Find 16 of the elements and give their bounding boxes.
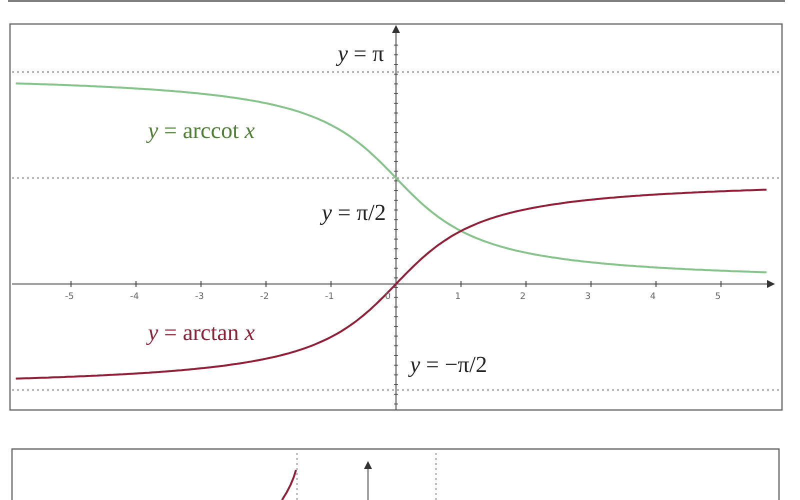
tick-label: -2 <box>260 292 269 302</box>
tick-label: 1 <box>455 292 461 302</box>
tick-label: -1 <box>325 292 334 302</box>
tick-label: 4 <box>650 292 656 302</box>
tick-label: 2 <box>520 292 526 302</box>
tick-label: 0 <box>385 292 391 302</box>
axis-value-label: y = π <box>338 41 384 67</box>
tick-label: 5 <box>715 292 721 302</box>
curve-label: y = arctan x <box>148 320 255 346</box>
axis-value-label: y = −π/2 <box>410 352 488 378</box>
tick-label: -5 <box>65 292 74 302</box>
tick-label: -4 <box>130 292 139 302</box>
curve-label: y = arccot x <box>148 118 255 144</box>
tick-label: -3 <box>195 292 204 302</box>
axis-value-label: y = π/2 <box>322 200 386 226</box>
tick-label: 3 <box>585 292 591 302</box>
